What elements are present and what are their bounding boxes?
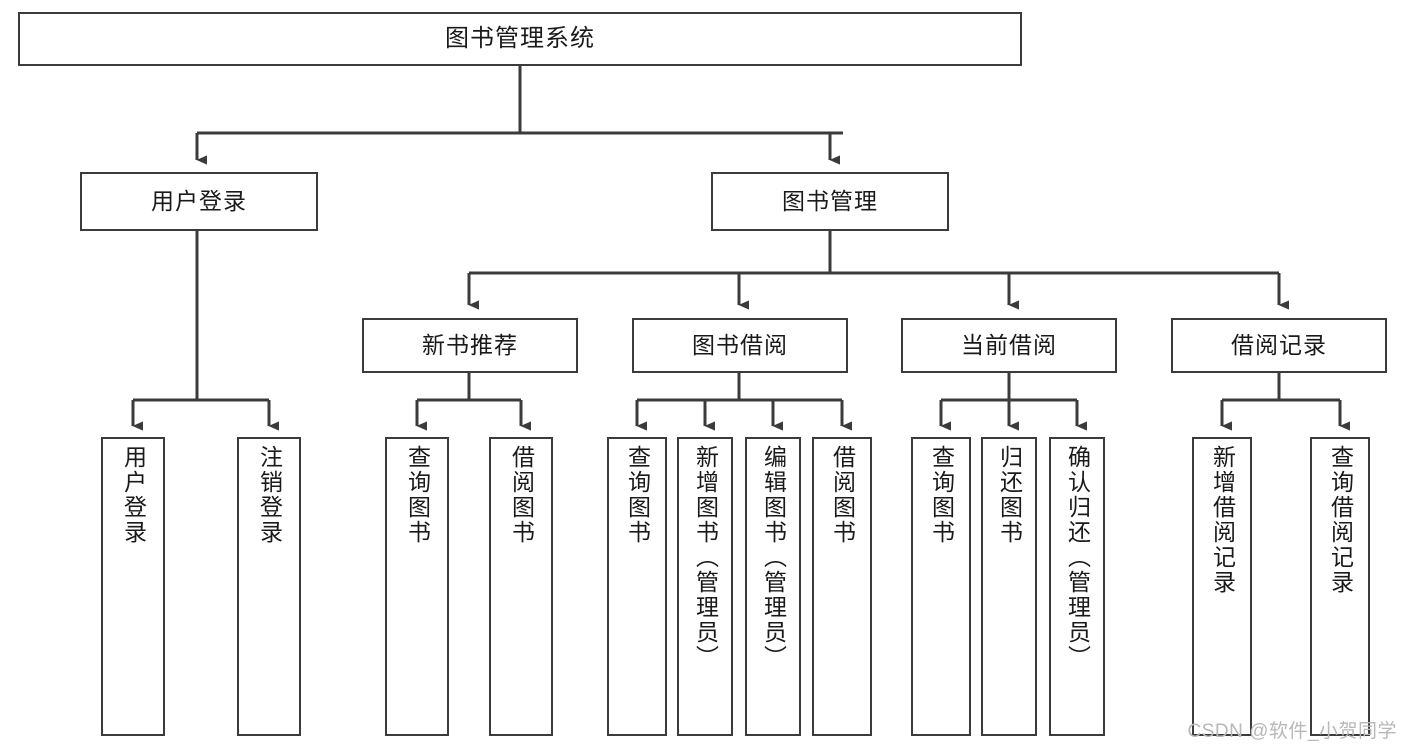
node-label: 当前借阅 [961,331,1057,358]
node-label: 新增图书（管理员） [692,445,719,670]
node-leaf-user-login[interactable]: 用户登录 [101,437,165,736]
node-label: 图书管理系统 [445,24,595,52]
node-label: 确认归还（管理员） [1064,445,1091,670]
node-label: 新书推荐 [422,331,518,358]
node-label: 注销登录 [256,445,283,545]
node-leaf-return-book[interactable]: 归还图书 [981,437,1037,736]
node-current-borrow[interactable]: 当前借阅 [901,318,1117,373]
node-leaf-edit-book[interactable]: 编辑图书（管理员） [745,437,801,736]
node-label: 借阅图书 [508,445,535,545]
node-leaf-confirm-return[interactable]: 确认归还（管理员） [1049,437,1105,736]
node-book-management[interactable]: 图书管理 [711,172,949,231]
node-label: 查询借阅记录 [1327,445,1354,595]
node-label: 图书借阅 [692,331,788,358]
node-label: 查询图书 [404,445,431,545]
node-leaf-query-book-borrow[interactable]: 查询图书 [607,437,667,736]
node-label: 借阅记录 [1231,331,1327,358]
node-leaf-borrow-book-recommend[interactable]: 借阅图书 [489,437,553,736]
node-book-borrow[interactable]: 图书借阅 [632,318,848,373]
node-leaf-logout[interactable]: 注销登录 [237,437,301,736]
node-leaf-query-book-recommend[interactable]: 查询图书 [385,437,449,736]
node-new-book-recommend[interactable]: 新书推荐 [362,318,578,373]
node-leaf-query-record[interactable]: 查询借阅记录 [1310,437,1370,736]
node-label: 查询图书 [928,445,955,545]
node-user-login[interactable]: 用户登录 [80,172,318,231]
node-label: 查询图书 [624,445,651,545]
node-leaf-query-book-current[interactable]: 查询图书 [911,437,971,736]
node-label: 借阅图书 [829,445,856,545]
node-leaf-borrow-book[interactable]: 借阅图书 [812,437,872,736]
node-label: 新增借阅记录 [1209,445,1236,595]
node-label: 用户登录 [151,187,247,214]
node-label: 归还图书 [996,445,1023,545]
node-leaf-add-record[interactable]: 新增借阅记录 [1192,437,1252,736]
node-label: 图书管理 [782,187,878,214]
node-label: 用户登录 [120,445,147,545]
node-root-system[interactable]: 图书管理系统 [18,12,1022,66]
node-label: 编辑图书（管理员） [760,445,787,670]
node-leaf-add-book[interactable]: 新增图书（管理员） [677,437,733,736]
node-borrow-record[interactable]: 借阅记录 [1171,318,1387,373]
